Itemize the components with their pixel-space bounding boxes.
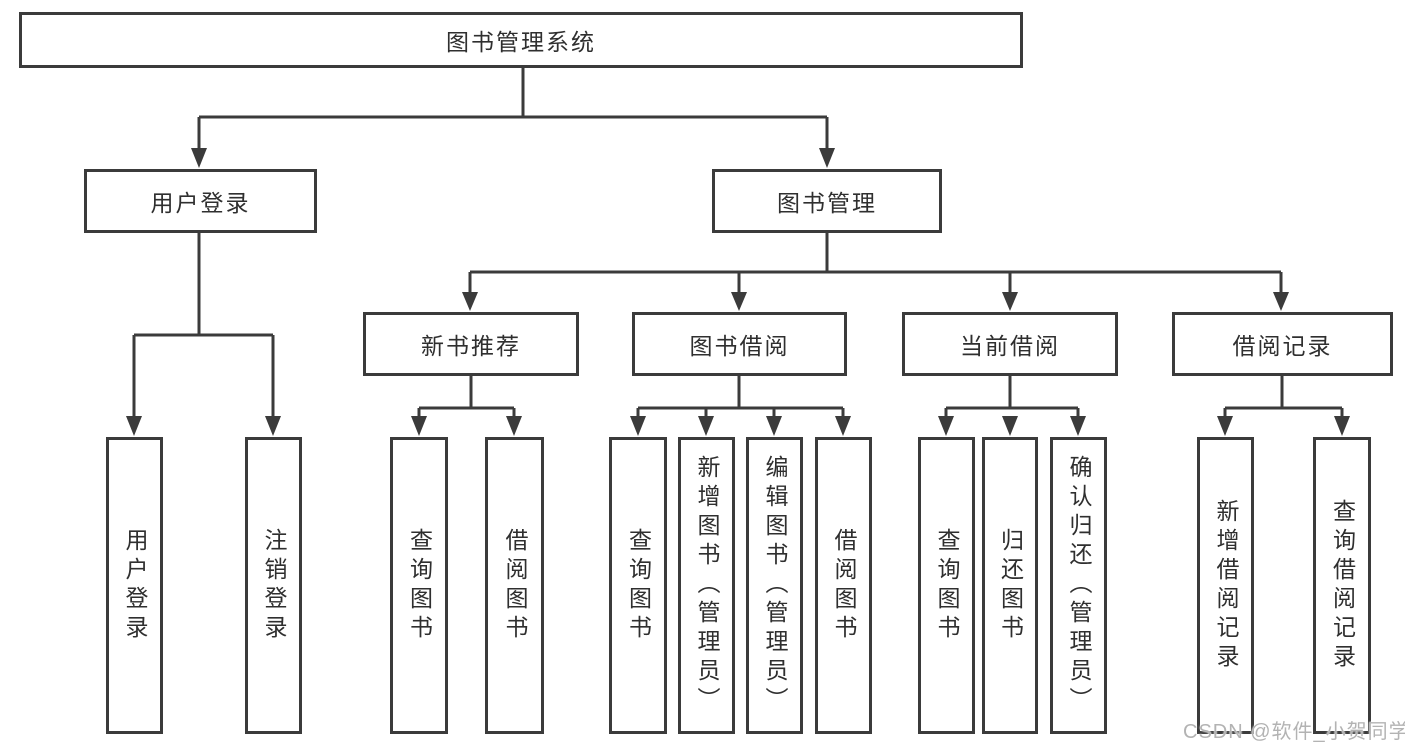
node-current-borrow: 当前借阅 [902,312,1118,376]
leaf-edit-books-admin-label: 编辑图书（管理员） [762,455,788,716]
leaf-return-books-label: 归还图书 [997,527,1024,644]
leaf-confirm-return-admin: 确认归还（管理员） [1050,437,1107,734]
leaf-add-books-admin-label: 新增图书（管理员） [694,455,720,716]
node-book-borrow-label: 图书借阅 [689,333,790,359]
node-root: 图书管理系统 [19,12,1023,68]
leaf-borrow-books-label: 借阅图书 [831,527,857,644]
node-borrow-records: 借阅记录 [1172,312,1393,376]
leaf-confirm-return-admin-label: 确认归还（管理员） [1066,455,1092,716]
leaf-borrow-books-rec: 借阅图书 [485,437,544,734]
leaf-query-books-current: 查询图书 [918,437,975,734]
node-current-borrow-label: 当前借阅 [960,333,1060,359]
leaf-query-books-rec: 查询图书 [390,437,448,734]
leaf-add-books-admin: 新增图书（管理员） [678,437,735,734]
node-new-book-rec-label: 新书推荐 [421,333,521,359]
leaf-user-login-label: 用户登录 [122,527,148,644]
leaf-add-borrow-record: 新增借阅记录 [1197,437,1254,734]
node-user-login-label: 用户登录 [150,190,251,216]
leaf-query-books-borrow-label: 查询图书 [625,527,652,644]
leaf-return-books: 归还图书 [982,437,1038,734]
leaf-query-books-borrow: 查询图书 [609,437,667,734]
leaf-logout-label: 注销登录 [261,527,287,644]
leaf-borrow-books: 借阅图书 [815,437,872,734]
node-borrow-records-label: 借阅记录 [1232,333,1333,359]
leaf-add-borrow-record-label: 新增借阅记录 [1213,498,1239,673]
node-user-login: 用户登录 [84,169,317,233]
leaf-logout: 注销登录 [245,437,302,734]
node-root-label: 图书管理系统 [446,29,596,55]
leaf-query-books-current-label: 查询图书 [934,527,960,644]
node-book-mgmt: 图书管理 [712,169,942,233]
leaf-query-borrow-record: 查询借阅记录 [1313,437,1371,734]
node-new-book-rec: 新书推荐 [363,312,579,376]
leaf-borrow-books-rec-label: 借阅图书 [502,527,528,644]
leaf-query-borrow-record-label: 查询借阅记录 [1329,498,1356,673]
arrow-down-icons [126,148,1350,436]
leaf-query-books-rec-label: 查询图书 [406,527,433,644]
leaf-edit-books-admin: 编辑图书（管理员） [746,437,803,734]
leaf-user-login: 用户登录 [106,437,163,734]
watermark: CSDN @软件_小贺同学 [1183,721,1405,743]
node-book-mgmt-label: 图书管理 [777,190,877,216]
node-book-borrow: 图书借阅 [632,312,847,376]
